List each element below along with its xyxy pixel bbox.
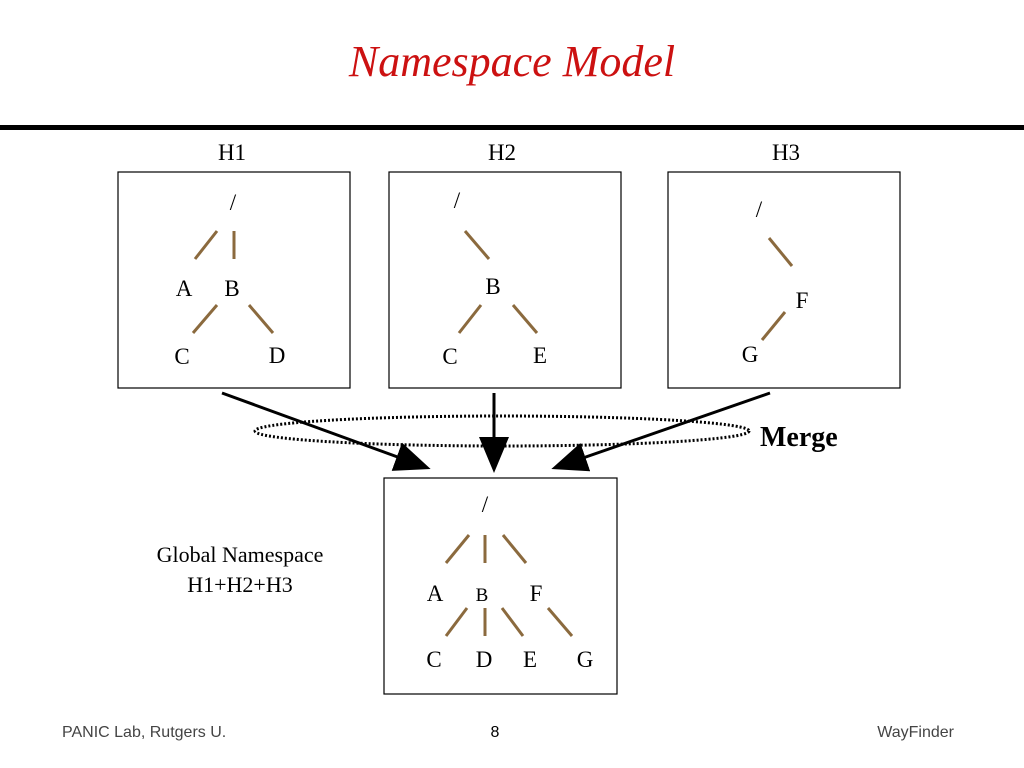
global-node-a: A: [427, 581, 444, 606]
global-edge-root-a: [444, 534, 471, 564]
h3-node-g: G: [742, 342, 759, 367]
global-edge-f-g: [546, 607, 574, 637]
h1-edge-b-c: [191, 304, 219, 334]
h3-edge-f-g: [760, 311, 787, 341]
host-h2-title: H2: [488, 140, 516, 165]
h3-node-root: /: [756, 197, 763, 222]
arrow-h3-to-global: [551, 391, 771, 472]
global-edge-root-f: [501, 534, 528, 564]
global-namespace-box: [383, 477, 618, 695]
host-h3-title: H3: [772, 140, 800, 165]
global-node-d: D: [476, 647, 493, 672]
h3-edges: [760, 237, 794, 341]
h1-node-d: D: [269, 343, 286, 368]
h3-node-f: F: [796, 288, 809, 313]
h2-edge-root-b: [463, 230, 491, 260]
global-label-line2: H1+H2+H3: [187, 572, 293, 597]
footer-left: PANIC Lab, Rutgers U.: [62, 724, 227, 741]
host-h3-box: [667, 171, 901, 389]
global-edge-b-c: [444, 607, 469, 637]
h1-node-b: B: [224, 276, 239, 301]
global-namespace-label: Global Namespace H1+H2+H3: [115, 540, 365, 600]
h2-node-root: /: [454, 188, 461, 213]
h2-node-c: C: [442, 344, 457, 369]
h1-node-root: /: [230, 190, 237, 215]
h1-edges: [191, 230, 275, 334]
h3-edge-root-f: [767, 237, 794, 267]
h1-edge-root-a: [193, 230, 219, 260]
h1-edge-b-d: [247, 304, 275, 334]
arrow-h1-to-global: [221, 391, 431, 471]
global-edge-b-e: [500, 607, 525, 637]
global-node-root: /: [482, 492, 489, 517]
h1-node-a: A: [176, 276, 193, 301]
slide-title: Namespace Model: [348, 37, 676, 86]
global-node-c: C: [426, 647, 441, 672]
global-node-g: G: [577, 647, 594, 672]
host-h2-box: [388, 171, 622, 389]
global-node-b: B: [476, 585, 489, 606]
page-number: 8: [490, 724, 500, 741]
global-node-f: F: [530, 581, 543, 606]
merge-arrows: [221, 391, 771, 473]
host-h1-box: [117, 171, 351, 389]
global-node-e: E: [523, 647, 537, 672]
global-edges: [444, 534, 574, 637]
title-divider: [0, 125, 1024, 130]
host-h1-title: H1: [218, 140, 246, 165]
footer-right: WayFinder: [877, 724, 954, 741]
global-label-line1: Global Namespace: [156, 542, 324, 567]
h1-node-c: C: [174, 344, 189, 369]
h2-node-e: E: [533, 343, 547, 368]
h2-edge-b-c: [457, 304, 483, 334]
merge-label: Merge: [760, 422, 838, 453]
h2-edges: [457, 230, 539, 334]
h2-node-b: B: [485, 274, 500, 299]
h2-edge-b-e: [511, 304, 539, 334]
